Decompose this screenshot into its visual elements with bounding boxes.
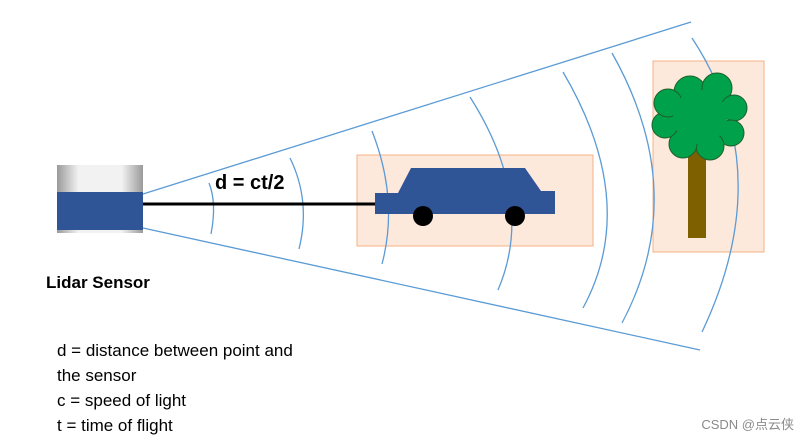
tree-icon xyxy=(651,72,748,238)
wavefront-6 xyxy=(611,52,655,324)
definition-line: d = distance between point and xyxy=(57,341,293,360)
wavefront-1 xyxy=(208,182,215,235)
wavefront-7 xyxy=(691,37,739,333)
tree-trunk xyxy=(688,150,706,238)
sensor-label: Lidar Sensor xyxy=(46,273,150,292)
wavefront-2 xyxy=(289,157,304,250)
beam-upper-edge xyxy=(142,21,692,195)
wavefronts xyxy=(208,37,739,333)
lidar-sensor-icon xyxy=(57,165,143,233)
car-front-wheel xyxy=(505,206,525,226)
watermark: CSDN @点云侠 xyxy=(701,417,794,432)
car-rear-wheel xyxy=(413,206,433,226)
tree-foliage xyxy=(651,72,748,161)
beam-lower-edge xyxy=(142,227,701,351)
wavefront-5 xyxy=(562,71,608,309)
distance-formula: d = ct/2 xyxy=(215,172,285,194)
definitions-list: d = distance between point and the senso… xyxy=(57,338,293,438)
definition-line: c = speed of light xyxy=(57,391,187,410)
definition-line: the sensor xyxy=(57,366,137,385)
definition-line: t = time of flight xyxy=(57,416,173,435)
car-icon xyxy=(375,168,555,226)
